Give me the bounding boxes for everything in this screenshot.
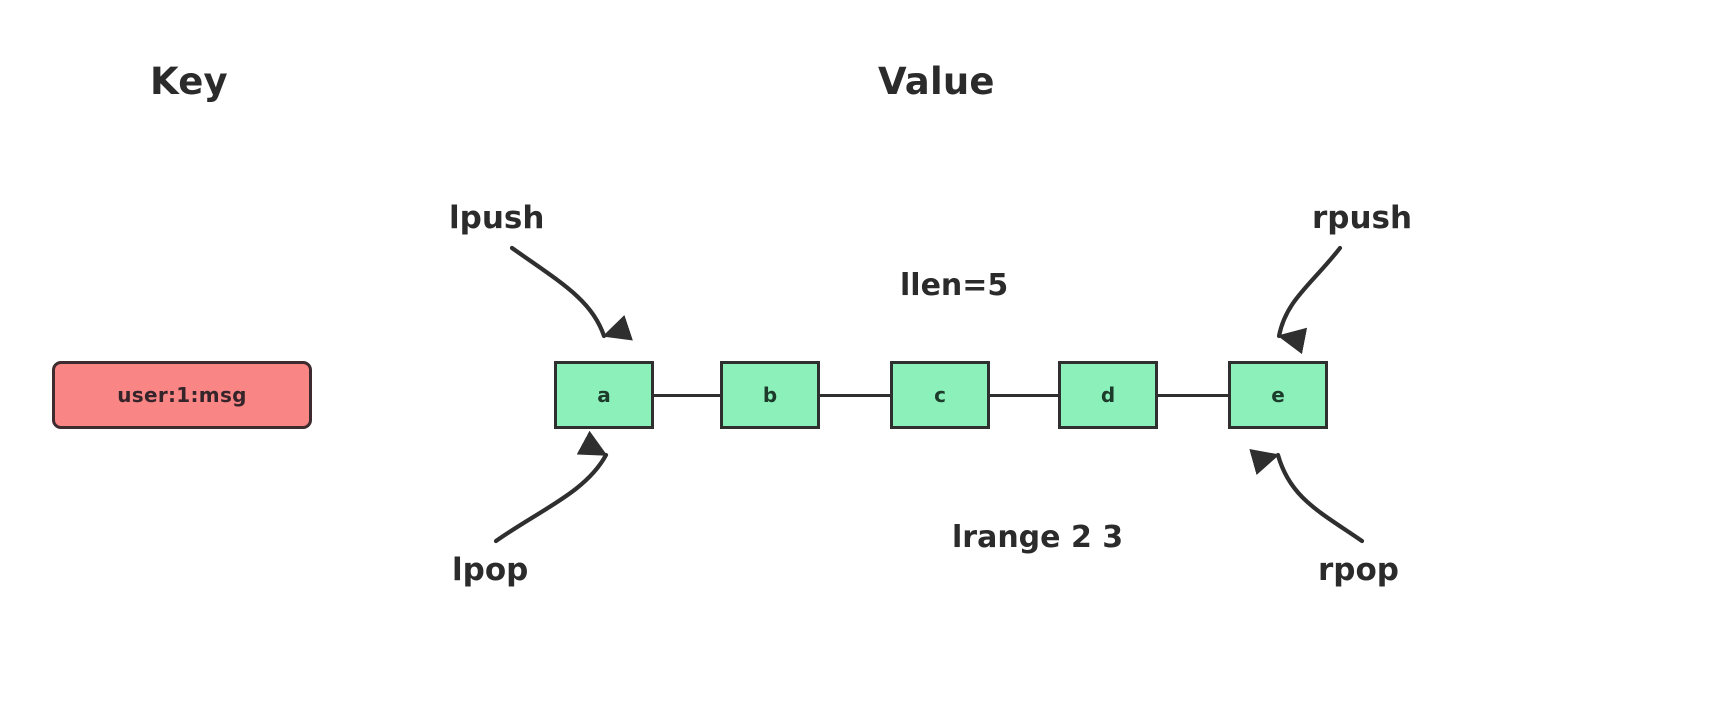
column-heading-key: Key	[150, 60, 228, 103]
list-node-b: b	[720, 361, 820, 429]
list-node-label: b	[762, 383, 778, 407]
list-node-label: a	[597, 383, 611, 407]
operation-label-lpush: lpush	[449, 200, 545, 236]
link-a-b	[652, 394, 720, 397]
arrow-rpush	[1276, 245, 1343, 355]
list-node-d: d	[1058, 361, 1158, 429]
arrow-rpop	[1249, 449, 1365, 544]
operation-label-lpop: lpop	[452, 552, 529, 588]
list-node-label: d	[1100, 383, 1116, 407]
operation-label-rpop: rpop	[1318, 552, 1399, 588]
list-node-c: c	[890, 361, 990, 429]
list-node-label: e	[1271, 383, 1285, 407]
arrow-lpop	[493, 430, 609, 544]
arrow-lpush	[509, 245, 633, 341]
annotation-llen: llen=5	[900, 268, 1009, 303]
link-d-e	[1158, 394, 1228, 397]
column-heading-value: Value	[878, 60, 995, 103]
key-box-label: user:1:msg	[117, 383, 247, 407]
link-b-c	[820, 394, 890, 397]
link-c-d	[990, 394, 1058, 397]
annotation-lrange: lrange 2 3	[952, 520, 1124, 555]
list-node-a: a	[554, 361, 654, 429]
list-node-e: e	[1228, 361, 1328, 429]
key-box: user:1:msg	[52, 361, 312, 429]
operation-label-rpush: rpush	[1312, 200, 1413, 236]
list-node-label: c	[934, 383, 946, 407]
